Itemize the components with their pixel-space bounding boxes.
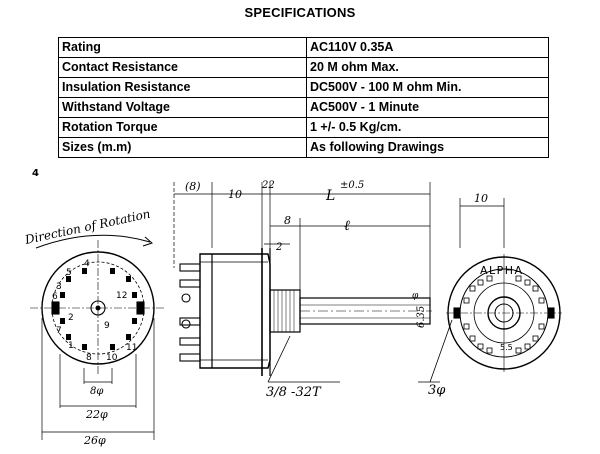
spec-row: Withstand Voltage AC500V - 1 Minute (58, 97, 549, 118)
spec-value: 20 M ohm Max. (306, 57, 549, 78)
contact-number: 8 (86, 353, 92, 363)
brand-label: ALPHA (480, 264, 524, 277)
spec-value: AC500V - 1 Minute (306, 97, 549, 118)
spec-label: Sizes (m.m) (58, 137, 307, 158)
spec-label: Insulation Resistance (58, 77, 307, 98)
dim-10: 10 (228, 188, 242, 201)
dim-3phi: 3φ (428, 383, 446, 398)
spec-value: 1 +/- 0.5 Kg/cm. (306, 117, 549, 138)
contact-number: 12 (116, 291, 127, 301)
dim-l: ℓ (344, 218, 350, 234)
contact-number: 11 (126, 343, 137, 353)
dim-tolerance: ±0.5 (340, 180, 364, 191)
dim-8phi: 8φ (90, 386, 103, 397)
spec-label: Contact Resistance (58, 57, 307, 78)
spec-label: Rating (58, 37, 307, 58)
dim-6-35: 6.35 (416, 306, 427, 328)
spec-row: Rating AC110V 0.35A (58, 37, 549, 58)
dim-thread: 3/8 -32T (266, 385, 322, 400)
dim-5-5: 5.5 (500, 343, 513, 352)
spec-value: AC110V 0.35A (306, 37, 549, 58)
spec-row: Rotation Torque 1 +/- 0.5 Kg/cm. (58, 117, 549, 138)
spec-value: As following Drawings (306, 137, 549, 158)
spec-row: Sizes (m.m) As following Drawings (58, 137, 549, 158)
dim-2: 2 (275, 242, 282, 253)
side-view: (8) 10 22 L ±0.5 8 ℓ 2 (173, 180, 453, 400)
dim-22: 22 (261, 180, 275, 191)
technical-drawing: Direction of Rotation (23, 168, 562, 447)
contact-number: 7 (56, 326, 62, 336)
direction-label: Direction of Rotation (23, 207, 152, 247)
spec-value: DC500V - 100 M ohm Min. (306, 77, 549, 98)
spec-row: Contact Resistance 20 M ohm Max. (58, 57, 549, 78)
spec-table: Rating AC110V 0.35A Contact Resistance 2… (58, 37, 549, 158)
contact-number: 3 (56, 282, 62, 292)
rear-view: 10 ALPHA (446, 192, 562, 372)
contact-number: 9 (104, 321, 110, 331)
dim-22phi: 22φ (85, 408, 108, 421)
contact-number: 1 (68, 341, 74, 351)
contact-number: 6 (52, 292, 58, 302)
dim-26phi: 26φ (83, 434, 106, 447)
dim-L: L (325, 188, 335, 204)
dim-8: 8 (284, 214, 291, 227)
contact-number: 5 (66, 268, 72, 278)
contact-number: 2 (68, 313, 74, 323)
dim-8-paren: (8) (185, 180, 201, 193)
mark-4: 4 (32, 168, 39, 179)
dim-10-right: 10 (474, 192, 488, 205)
front-view: Direction of Rotation (23, 168, 166, 447)
spec-row: Insulation Resistance DC500V - 100 M ohm… (58, 77, 549, 98)
spec-label: Withstand Voltage (58, 97, 307, 118)
dim-phi: φ (412, 291, 419, 301)
page-title: SPECIFICATIONS (244, 5, 356, 20)
spec-label: Rotation Torque (58, 117, 307, 138)
contact-number: 4 (84, 259, 90, 269)
contact-number: 10 (106, 353, 118, 363)
